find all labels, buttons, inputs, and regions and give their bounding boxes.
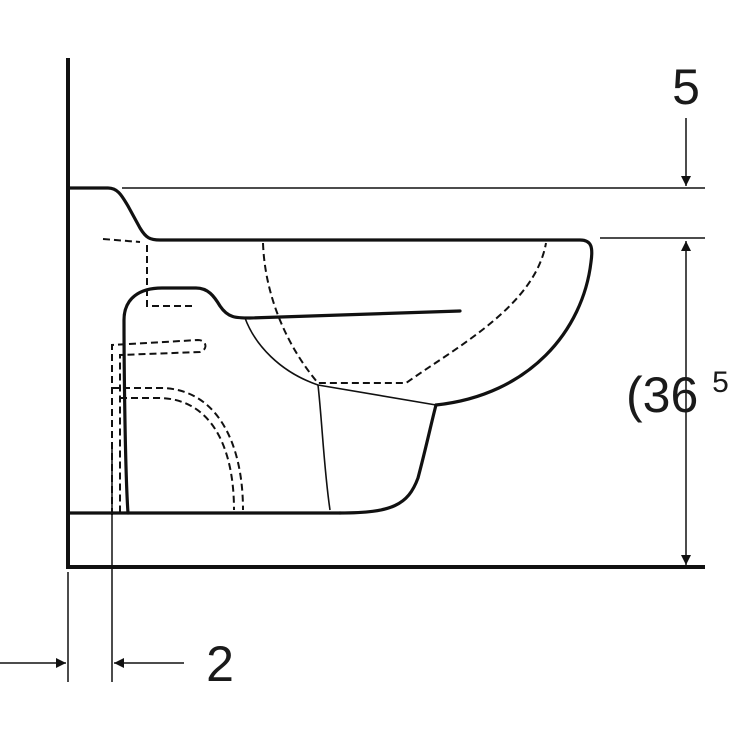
- flush-channel-dashed: [102, 238, 193, 307]
- pedestal-inner-line: [317, 384, 331, 511]
- trap-curve: [244, 317, 437, 406]
- height-label-superscript: 5: [712, 366, 729, 399]
- top-offset-label: 5: [672, 59, 700, 115]
- bowl-interior: [244, 317, 437, 511]
- height-label-main: (36: [626, 367, 698, 423]
- water-inlet-dashed-1: [111, 338, 207, 515]
- wall-and-floor: [66, 58, 705, 569]
- drain-dashed-inner: [120, 397, 235, 511]
- height-label: (36 5 ): [626, 347, 742, 423]
- hidden-lines: [102, 238, 547, 515]
- rear-body-outline: [122, 286, 462, 515]
- bowl-rim-outline: [66, 186, 594, 407]
- drain-dashed-outer: [112, 387, 244, 511]
- pedestal-outline: [338, 403, 438, 515]
- toilet-outline: [66, 186, 594, 515]
- inner-bowl-dashed: [262, 242, 547, 384]
- dimension-lines: [0, 118, 705, 682]
- wall-offset-label: 2: [206, 636, 234, 692]
